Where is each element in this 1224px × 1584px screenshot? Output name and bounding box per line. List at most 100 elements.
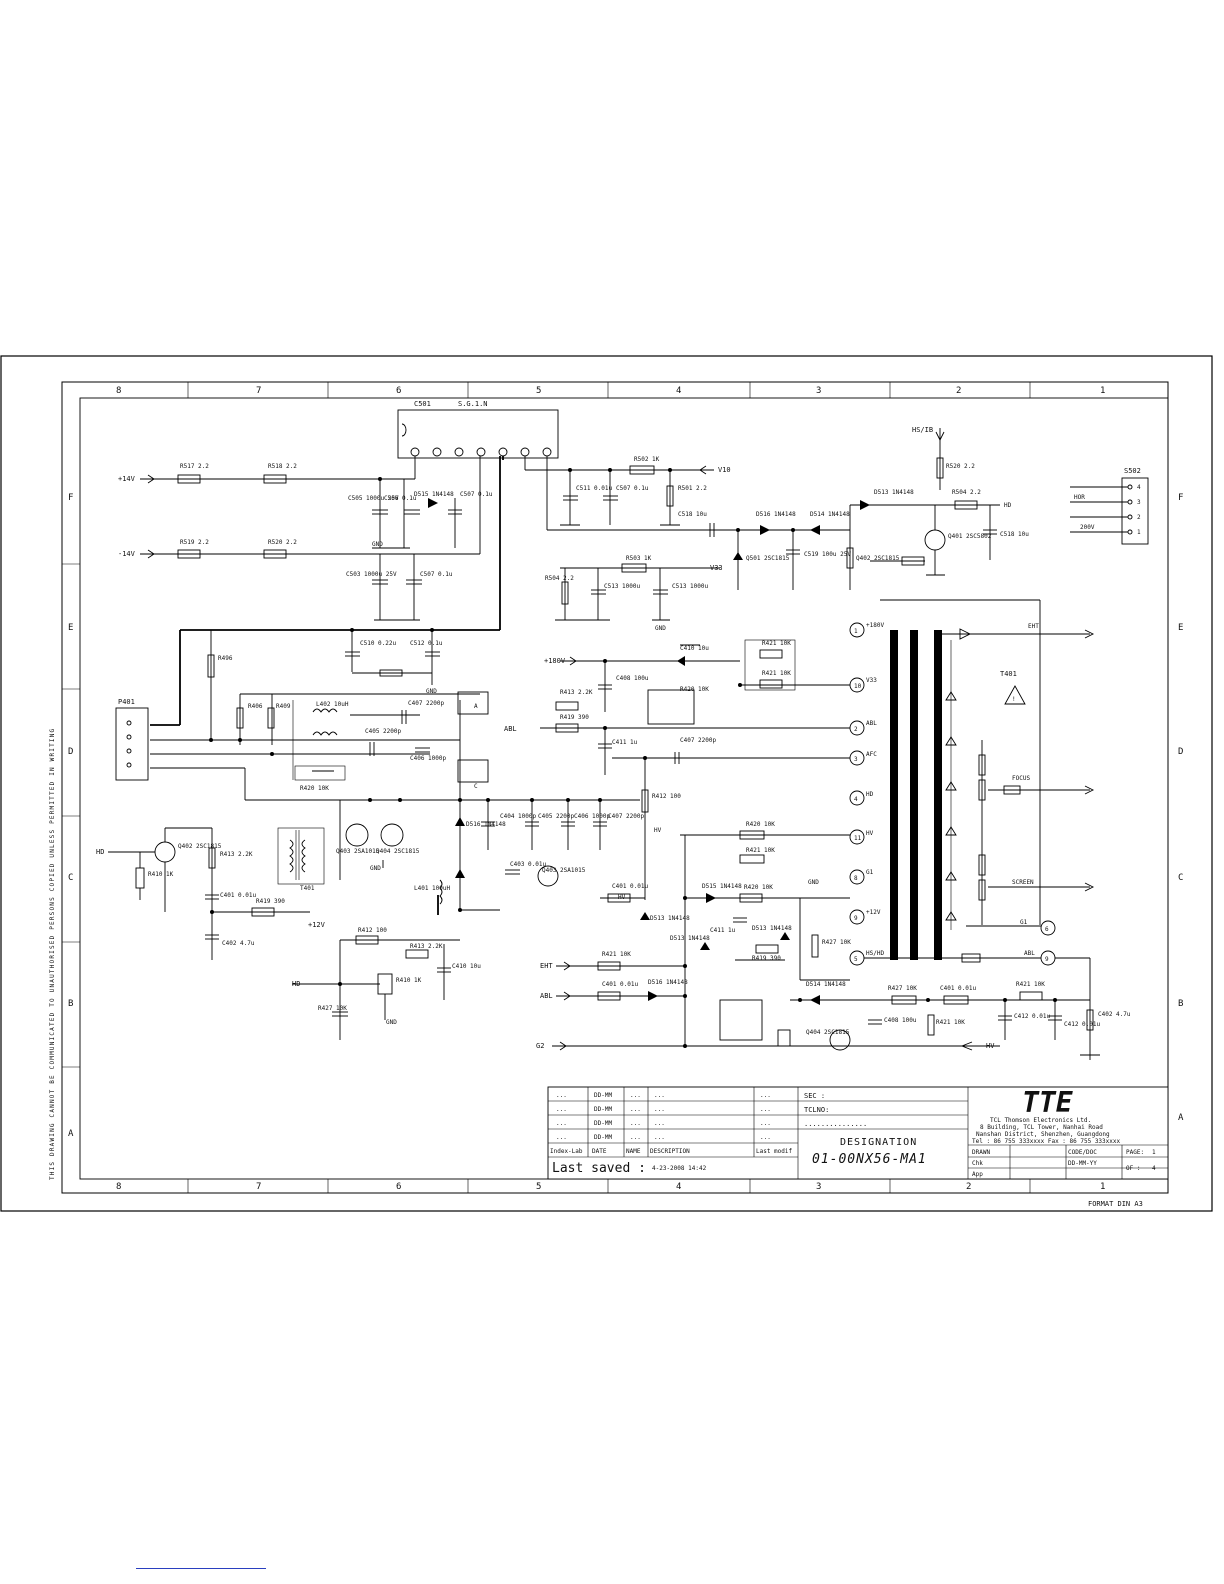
schematic-label: 9 [854,915,858,922]
schematic-label: C501 [414,400,431,408]
schematic-label: DRAWN [972,1149,990,1156]
schematic-label: ... [556,1092,567,1099]
zone-dividers [62,382,1031,1193]
zone-row-left: E [68,623,73,633]
schematic-label: R419 390 [752,955,781,962]
schematic-label: TCLNO: [804,1106,829,1114]
zone-row-left: D [68,747,73,757]
schematic-label: P401 [118,698,135,706]
schematic-label: PAGE: [1126,1149,1144,1156]
schematic-label: ... [760,1134,771,1141]
schematic-label: R413 2.2K [560,689,593,696]
schematic-label: DD-MM [594,1134,612,1141]
schematic-label: 8 Building, TCL Tower, Nanhai Road [980,1124,1103,1131]
schematic-label: +180V [866,622,884,629]
zone-col-top: 3 [816,386,821,396]
drive-stage: HD Q402 2SC1815 R410 1K R413 2.2K C401 0… [96,798,481,1040]
schematic-label: +12V [308,921,326,929]
schematic-label: R520 2.2 [268,539,297,546]
outer-frame [0,355,1213,1212]
schematic-label: EHT [540,962,553,970]
schematic-label: 4 [1152,1165,1156,1172]
p401-connector: P401 R406 R409 L402 10uH C405 2200p C407… [115,691,489,801]
schematic-label: S.G.1.N [458,400,488,408]
zone-col-top: 7 [256,386,261,396]
schematic-label: HV [866,830,874,837]
zone-col-bottom: 7 [256,1182,261,1192]
schematic-label: 4 [854,796,858,803]
schematic-label: R504 2.2 [545,575,574,582]
schematic-label: C518 10u [1000,531,1029,538]
schematic-label: Chk [972,1160,983,1167]
schematic-label: R520 2.2 [946,463,975,470]
schematic-label: C406 1000p [574,813,611,820]
schematic-label: C408 100u [616,675,649,682]
schematic-label: C401 0.01u [602,981,639,988]
schematic-label: C503 1000u 25V [346,571,397,578]
schematic-label: L401 100uH [414,885,451,892]
schematic-label: 11 [854,835,862,842]
zone-col-bottom: 6 [396,1182,401,1192]
schematic-label: D514 1N4148 [806,981,846,988]
schematic-label: 3 [854,756,858,763]
schematic-label: C405 2200p [538,813,575,820]
schematic-label: AFC [866,751,877,758]
footer-link-underline[interactable] [136,1568,266,1569]
schematic-label: HS/HD [866,950,884,957]
schematic-label: ABL [866,720,877,727]
schematic-label: V10 [718,466,731,474]
schematic-label: R427 10K [888,985,917,992]
schematic-label: C406 1000p [410,755,447,762]
zone-col-top: 6 [396,386,401,396]
schematic-label: 1 [1137,529,1141,536]
last-saved-label: Last saved : [552,1161,646,1176]
schematic-label: SCREEN [1012,879,1034,886]
schematic-label: R427 10K [318,1005,347,1012]
zone-col-top: 2 [956,386,961,396]
schematic-label: D516 1N4148 [648,979,688,986]
schematic-label: R410 1K [148,871,174,878]
schematic-label: +180V [544,657,566,665]
schematic-label: +12V [866,909,881,916]
schematic-label: R406 [248,703,263,710]
output-stage: D516 1N4148 C404 1000p C405 2200p C406 1… [414,639,1131,1056]
schematic-label: Q403 2SA1015 [336,848,380,855]
schematic-label: C513 1000u [672,583,709,590]
zone-row-right: A [1178,1113,1184,1123]
schematic-label: V33 [866,677,877,684]
schematic-label: C408 100u [884,1017,917,1024]
schematic-label: 3 [1137,499,1141,506]
schematic-label: Q403 2SA1015 [542,867,586,874]
schematic-label: ... [630,1134,641,1141]
schematic-label: C405 2200p [365,728,402,735]
schematic-label: ... [760,1092,771,1099]
schematic-label: DD-MM [594,1106,612,1113]
schematic-label: ... [654,1120,665,1127]
schematic-label: C407 2200p [680,737,717,744]
schematic-label: HD [292,980,300,988]
schematic-label: R420 10K [300,785,329,792]
schematic-label: 10 [854,683,862,690]
schematic-label: CODE/DOC [1068,1149,1097,1156]
schematic-label: D513 1N4148 [752,925,792,932]
schematic-label: C407 2200p [608,813,645,820]
schematic-label: GND [386,1019,397,1026]
schematic-label: ... [630,1120,641,1127]
schematic-label: R413 2.2K [220,851,253,858]
schematic-label: C519 100u 25V [804,551,851,558]
schematic-label: G1 [1020,919,1028,926]
schematic-label: R410 1K [396,977,422,984]
schematic-label: R419 390 [256,898,285,905]
zone-row-right: F [1178,493,1183,503]
zone-row-left: C [68,873,73,883]
schematic-label: DESCRIPTION [650,1148,690,1155]
schematic-label: HV [654,827,662,834]
schematic-label: R420 10K [680,686,709,693]
last-saved-value: 4-23-2008 14:42 [652,1165,707,1172]
schematic-label: NAME [626,1148,641,1155]
schematic-label: ... [654,1106,665,1113]
schematic-label: D516 1N4148 [756,511,796,518]
schematic-label: D516 1N4148 [466,821,506,828]
zone-col-top: 4 [676,386,681,396]
